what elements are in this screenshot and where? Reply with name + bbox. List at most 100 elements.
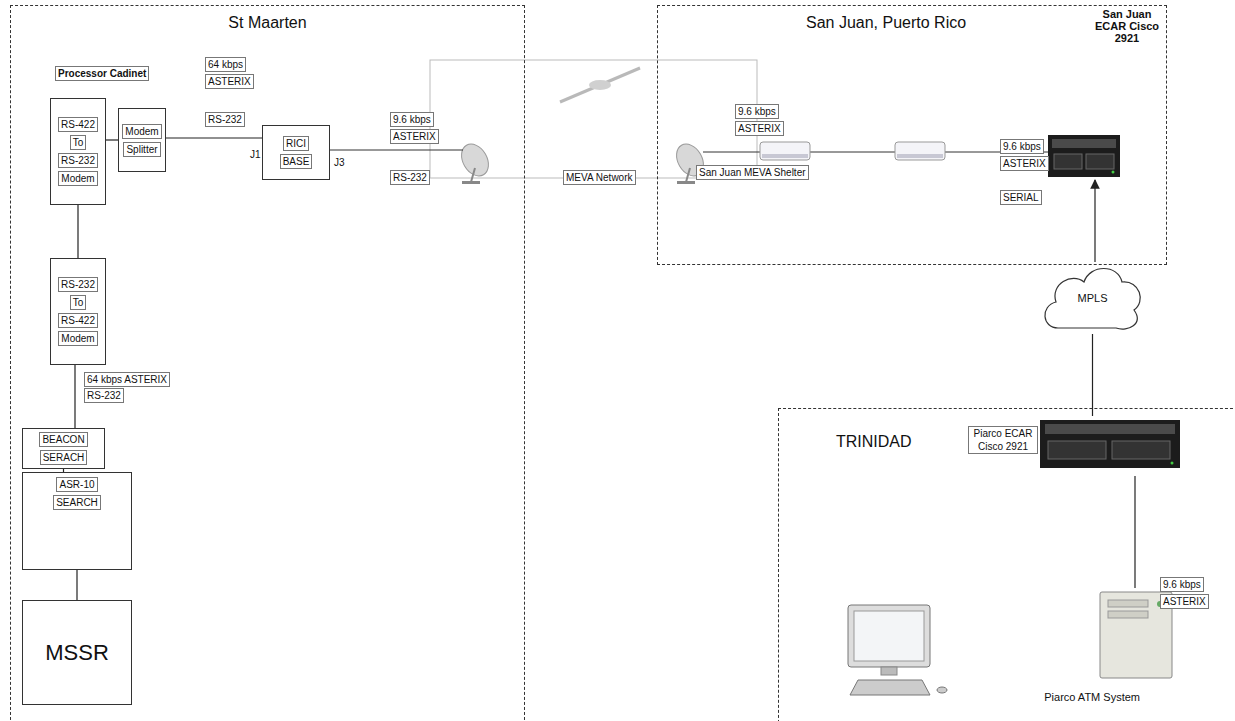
modem-device	[760, 142, 810, 160]
signal-label: J3	[333, 156, 346, 169]
node-text: San Juan ECAR Cisco 2921	[1086, 8, 1168, 44]
signal-label: 9.6 kbps	[1160, 577, 1204, 592]
modem-box: RS-422ToRS-232Modem	[50, 98, 106, 205]
signal-label: MEVA Network	[563, 170, 636, 185]
dish-stand	[471, 168, 475, 182]
node-text: Piarco ECAR Cisco 2921	[968, 426, 1038, 454]
monitor-stand	[881, 667, 897, 675]
router-top	[1052, 139, 1116, 148]
beacon-box: BEACON SERACH	[22, 428, 105, 469]
router-led	[1112, 171, 1115, 174]
signal-label: J1	[249, 148, 262, 161]
node-text: RICI	[283, 136, 309, 151]
signal-label: Processor Cadinet	[55, 66, 149, 81]
signal-label: 64 kbps ASTERIX	[84, 372, 170, 387]
node-text: Modem	[58, 171, 97, 186]
connector	[1134, 476, 1135, 588]
node-text: ASR-10	[56, 477, 97, 492]
signal-label: ASTERIX	[390, 129, 439, 144]
server-bay	[1108, 611, 1148, 618]
dish-reflector	[456, 139, 494, 180]
connector	[106, 139, 118, 140]
radar-box: ASR-10SEARCH	[22, 472, 132, 570]
satellite-icon	[560, 68, 640, 102]
router-led	[1171, 462, 1174, 465]
site-region: TRINIDAD Piarco ECAR Cisco 2921Piarco ATM…	[778, 408, 1235, 721]
link-wire	[810, 152, 895, 153]
node-text: Piarco ATM System	[1044, 691, 1140, 703]
router-slot	[1048, 441, 1106, 459]
cloud-shape	[1045, 269, 1140, 330]
connector	[1094, 180, 1095, 262]
signal-label: RS-232	[205, 112, 245, 127]
computer-monitor	[848, 605, 947, 695]
node-text: BASE	[280, 154, 313, 169]
monitor-screen	[854, 611, 924, 661]
signal-label: RS-232	[390, 170, 430, 185]
modem-body	[760, 142, 810, 160]
node-text: BEACON	[39, 432, 87, 447]
router-node: San Juan ECAR Cisco 2921	[1045, 8, 1170, 180]
link-wire	[703, 152, 760, 153]
mouse	[937, 687, 947, 693]
splitter-box: ModemSplitter	[118, 108, 166, 172]
node-text: RS-422	[58, 313, 98, 328]
connector	[1092, 334, 1093, 416]
node-text: To	[70, 135, 87, 150]
router-slot	[1086, 154, 1114, 169]
signal-label: ASTERIX	[1000, 156, 1049, 171]
node-text: To	[70, 295, 87, 310]
node-text: SEARCH	[53, 495, 101, 510]
modem-base	[762, 154, 808, 158]
router-icon	[1040, 420, 1180, 468]
server-bay	[1108, 600, 1148, 607]
signal-label: SERIAL	[1000, 190, 1042, 205]
router-slot	[1054, 154, 1082, 169]
region-title: TRINIDAD	[836, 433, 912, 451]
router-node: Piarco ECAR Cisco 2921	[968, 416, 1183, 476]
satellite-body	[560, 68, 640, 102]
satellite-dish	[456, 139, 494, 184]
router-icon	[1048, 135, 1120, 177]
atm-system: Piarco ATM System	[840, 588, 1180, 713]
node-text: RS-232	[58, 153, 98, 168]
connector	[76, 570, 77, 600]
signal-label: ASTERIX	[205, 74, 254, 89]
connector	[77, 205, 78, 258]
node-text: Modem	[122, 124, 161, 139]
connector	[166, 137, 262, 138]
monitor-bezel	[848, 605, 930, 667]
region-title: St Maarten	[228, 14, 306, 32]
router-body	[1040, 420, 1180, 468]
router-top	[1045, 424, 1175, 434]
connector	[74, 365, 75, 428]
node-text: RS-232	[58, 277, 98, 292]
node-text: SERACH	[40, 450, 88, 465]
modem-base	[897, 154, 943, 158]
signal-label: 9.6 kbps	[735, 104, 779, 119]
signal-label: 9.6 kbps	[390, 112, 434, 127]
signal-label: RS-232	[84, 388, 124, 403]
node-text: RS-422	[58, 117, 98, 132]
region-title: San Juan, Puerto Rico	[806, 14, 966, 32]
rici-box: RICI BASE	[262, 125, 330, 180]
signal-label: 9.6 kbps	[1000, 139, 1044, 154]
node-text: MSSR	[45, 640, 109, 666]
node-text: Modem	[58, 331, 97, 346]
link-wire	[330, 150, 463, 151]
signal-label: ASTERIX	[1160, 594, 1209, 609]
site-region: St MaartenRS-422ToRS-232ModemModemSplitt…	[10, 5, 525, 721]
site-region: San Juan, Puerto Rico San Juan ECAR Cisco…	[657, 5, 1167, 265]
node-text: MPLS	[1078, 292, 1108, 304]
network-cloud: MPLS	[1040, 262, 1145, 334]
signal-label: San Juan MEVA Shelter	[696, 165, 809, 180]
signal-label: ASTERIX	[735, 121, 784, 136]
dish-base	[462, 181, 480, 184]
radar-box: MSSR	[22, 600, 132, 705]
modem-device	[895, 142, 945, 160]
dish-stand	[686, 168, 690, 182]
router-body	[1048, 135, 1120, 177]
node-text: Splitter	[123, 142, 160, 157]
